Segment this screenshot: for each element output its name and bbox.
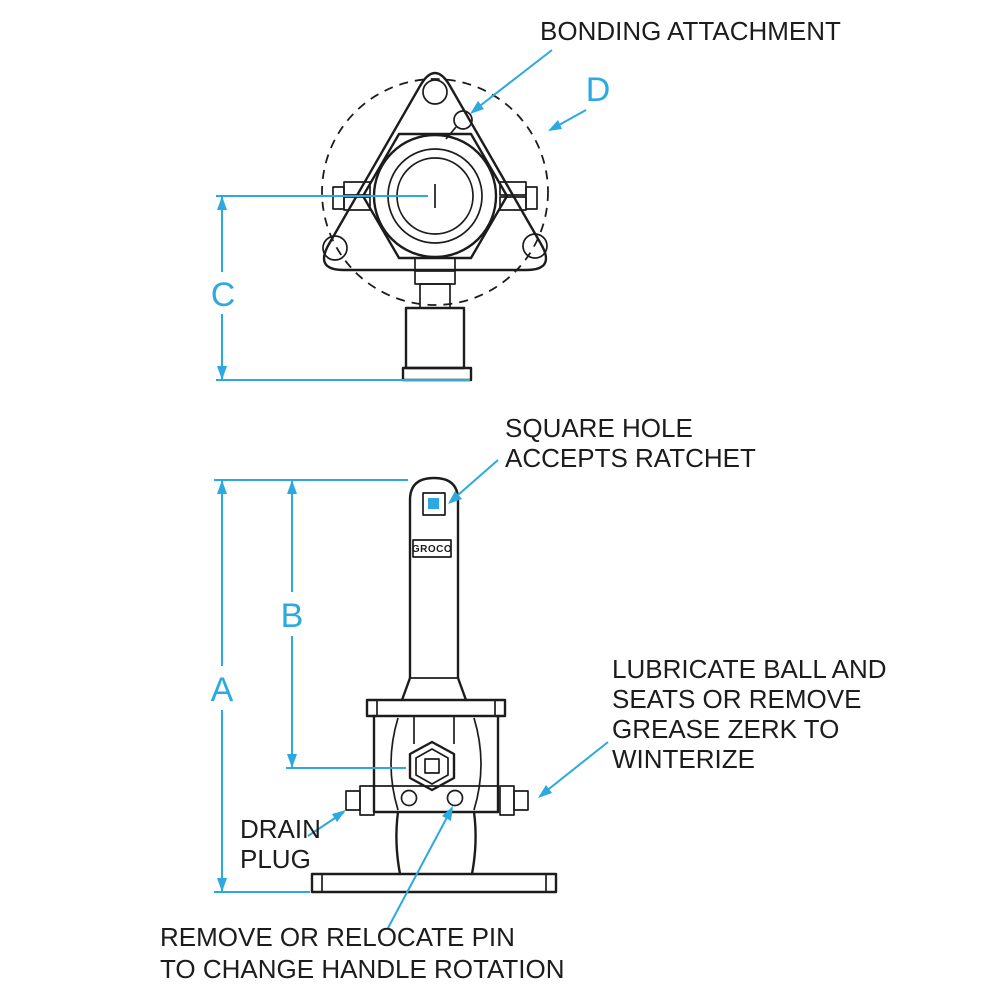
handle-pin-right [446, 789, 464, 807]
bolt-circle-dashed [321, 78, 549, 306]
bonding-lug [445, 110, 473, 140]
mounting-flange-triangle [322, 71, 548, 272]
arrowhead-icon [470, 101, 484, 114]
base-skirt [395, 810, 477, 876]
base-flange [310, 872, 558, 894]
drain-plug-callout: DRAIN PLUG [240, 810, 346, 874]
arrowhead-icon [448, 491, 462, 504]
drain-plug-label-line2: PLUG [240, 844, 311, 874]
handle-collar [400, 676, 468, 702]
bolt-hole-top [422, 79, 448, 105]
bonding-leader [471, 49, 553, 113]
lubricate-label-line1: LUBRICATE BALL AND [612, 654, 887, 684]
grease-zerk-hex [408, 740, 456, 792]
dimension-a: A [206, 479, 408, 893]
lubricate-label-line2: SEATS OR REMOVE [612, 684, 861, 714]
arrowhead-icon [287, 480, 297, 494]
square-hole-callout: SQUARE HOLE ACCEPTS RATCHET [448, 413, 756, 504]
lubricate-label-line4: WINTERIZE [612, 744, 755, 774]
dimension-d: D [548, 71, 610, 131]
brand-plate [412, 539, 452, 558]
dimension-d-label: D [586, 71, 611, 109]
dimension-c: C [208, 195, 470, 381]
valve-handle [408, 476, 460, 680]
lubricate-callout: LUBRICATE BALL AND SEATS OR REMOVE GREAS… [538, 654, 887, 798]
arrowhead-icon [442, 806, 453, 821]
lubricate-label-line3: GREASE ZERK TO [612, 714, 839, 744]
arrowhead-icon [332, 810, 346, 822]
arrowhead-icon [548, 120, 562, 131]
dimension-b: B [276, 480, 406, 769]
lubricate-leader [539, 741, 609, 797]
bolt-hole-right [522, 233, 548, 259]
arrowhead-icon [217, 480, 227, 494]
arrowhead-icon [217, 366, 227, 380]
remove-pin-label-line1: REMOVE OR RELOCATE PIN [160, 922, 515, 952]
body-top-flange [365, 698, 507, 718]
ball-arc-left [390, 717, 399, 811]
remove-pin-callout: REMOVE OR RELOCATE PIN TO CHANGE HANDLE … [160, 806, 565, 984]
arrowhead-icon [538, 785, 552, 798]
right-clamp-bolt [499, 181, 538, 211]
drain-plug-label-line1: DRAIN [240, 814, 321, 844]
arrowhead-icon [287, 754, 297, 768]
dimension-b-label: B [281, 597, 304, 635]
side-bolt-right [499, 785, 529, 816]
drain-plug-bolt-left [345, 785, 375, 816]
arrowhead-icon [217, 878, 227, 892]
handle-pin-left [400, 789, 418, 807]
arrowhead-icon [217, 196, 227, 210]
brand-label: GROCO [412, 544, 452, 555]
square-hole-label-line2: ACCEPTS RATCHET [505, 443, 756, 473]
bonding-attachment-callout: BONDING ATTACHMENT [470, 16, 841, 114]
valve-body [372, 714, 500, 814]
dimension-c-label: C [211, 276, 236, 314]
side-view: GROCO [160, 413, 887, 984]
bolt-hole-left [322, 235, 348, 261]
square-hole-label-line1: SQUARE HOLE [505, 413, 693, 443]
square-hole-highlight [428, 498, 439, 509]
square-hole [422, 492, 446, 516]
remove-pin-leader [387, 807, 453, 929]
top-view: C D BONDING ATTACHMENT [208, 16, 841, 382]
pipe-spigot [401, 257, 473, 382]
ball-arc-right [473, 717, 482, 811]
dimension-a-label: A [211, 671, 234, 709]
remove-pin-label-line2: TO CHANGE HANDLE ROTATION [160, 954, 565, 984]
bonding-attachment-label: BONDING ATTACHMENT [540, 16, 841, 46]
